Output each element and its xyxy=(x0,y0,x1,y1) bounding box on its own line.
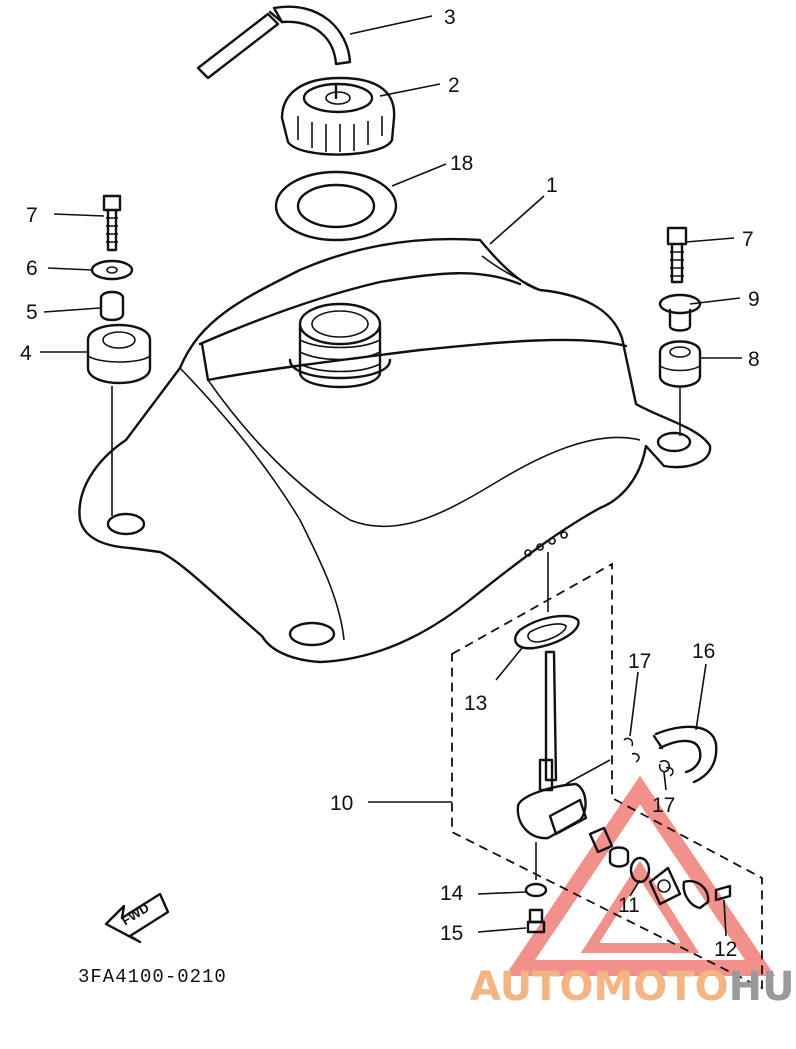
callout-4: 4 xyxy=(20,342,32,365)
callout-18: 18 xyxy=(450,152,473,175)
callout-17-top: 17 xyxy=(628,650,651,673)
watermark-part-b: HUB xyxy=(729,964,796,1010)
watermark-logo-text: AUTOMOTOHUB xyxy=(470,964,796,1010)
fuel-cock-screw-part xyxy=(526,908,546,934)
callout-7-left: 7 xyxy=(26,204,38,227)
callout-7-right: 7 xyxy=(742,228,754,251)
fuel-cock-lever-parts xyxy=(588,826,732,910)
cap-gasket-part xyxy=(274,170,398,242)
hose-clip-parts xyxy=(623,737,674,777)
leader-lines xyxy=(40,15,742,937)
callout-1: 1 xyxy=(546,174,558,197)
callout-10: 10 xyxy=(330,792,353,815)
callout-3: 3 xyxy=(444,6,456,29)
left-mount-washer-part xyxy=(90,259,134,281)
callout-16: 16 xyxy=(692,640,715,663)
right-mount-damper-part xyxy=(658,340,702,388)
callout-12: 12 xyxy=(714,938,737,961)
callout-8: 8 xyxy=(748,348,760,371)
fuel-cock-gasket-part xyxy=(514,614,580,650)
right-mount-collar-part xyxy=(658,293,702,332)
fuel-cock-washer-part xyxy=(524,882,548,898)
callout-13: 13 xyxy=(464,692,487,715)
filler-neck xyxy=(288,302,392,389)
left-mount-collar-part xyxy=(99,290,125,322)
fuel-cock-hose-part xyxy=(652,725,718,784)
fuel-tank-body-part xyxy=(78,237,712,664)
fuel-hose-part xyxy=(196,5,352,80)
tank-drain-screws xyxy=(524,531,568,557)
callout-11: 11 xyxy=(618,894,640,917)
callout-labels: 3 2 18 1 7 6 5 4 7 9 8 10 13 14 15 17 16… xyxy=(20,6,760,961)
fuel-cock-assembly-boundary xyxy=(451,562,763,990)
callout-15: 15 xyxy=(440,922,463,945)
watermark-triangle xyxy=(504,775,776,976)
fuel-cock-body-part xyxy=(516,650,611,880)
tank-cap-part xyxy=(280,76,396,156)
right-mount-bolt-part xyxy=(666,226,688,284)
forward-direction-arrow: FWD xyxy=(104,892,170,944)
callout-14: 14 xyxy=(440,882,464,905)
callout-17-bottom: 17 xyxy=(652,794,675,817)
callout-9: 9 xyxy=(748,288,760,311)
callout-6: 6 xyxy=(26,257,38,280)
watermark-part-a: AUTOMOTO xyxy=(470,964,729,1010)
callout-2: 2 xyxy=(448,74,460,97)
drawing-code: 3FA4100-0210 xyxy=(78,966,227,988)
left-mount-bolt-part xyxy=(102,194,122,252)
left-mount-damper-part xyxy=(86,323,152,385)
callout-5: 5 xyxy=(26,301,38,324)
